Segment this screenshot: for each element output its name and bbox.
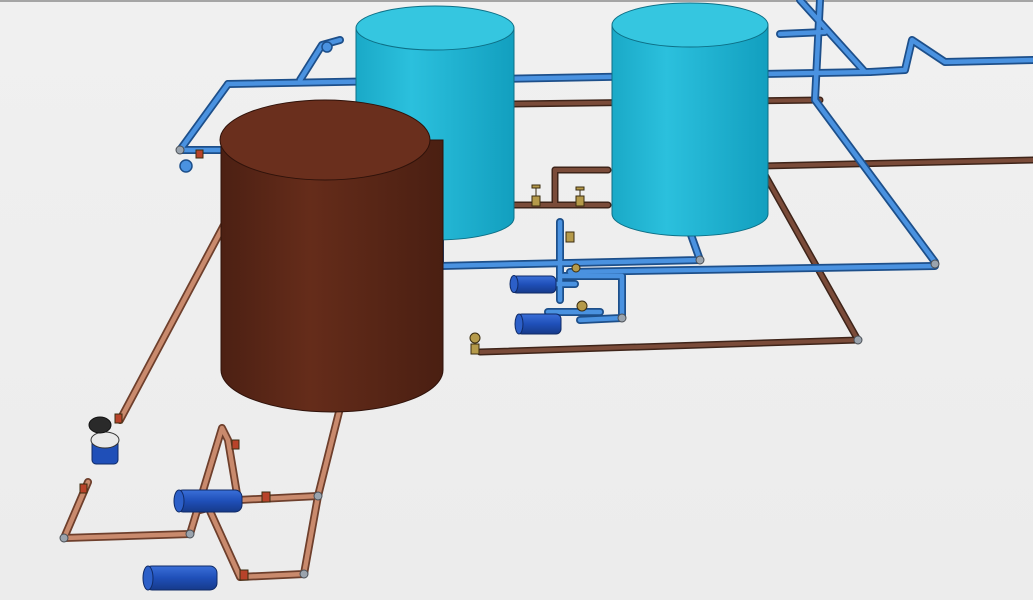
pump-lower-2[interactable] <box>142 565 218 591</box>
pipe-fittings <box>59 145 940 579</box>
pump-upper-2[interactable] <box>514 313 562 335</box>
cyan-tank-right[interactable] <box>611 2 769 237</box>
brown-tank[interactable] <box>219 99 444 413</box>
pump-lower-1[interactable] <box>173 489 243 513</box>
expansion-vessel-icon[interactable] <box>88 416 120 465</box>
valve-icon[interactable] <box>79 149 588 581</box>
pump-upper-1[interactable] <box>509 275 557 294</box>
